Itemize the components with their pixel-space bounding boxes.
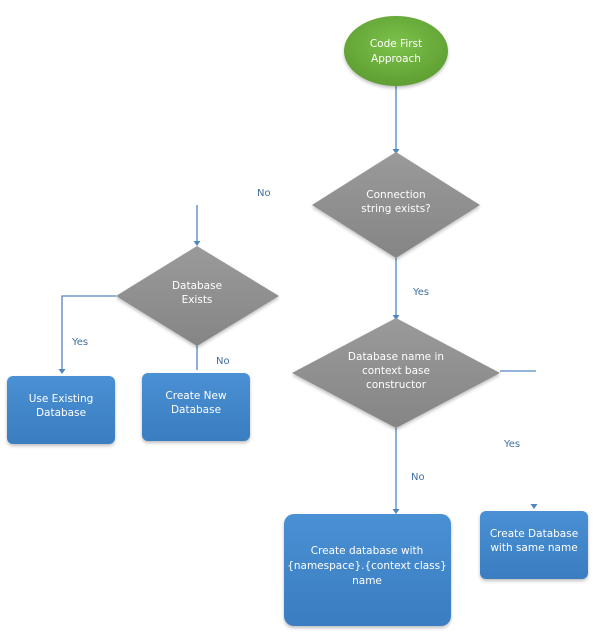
start-line-1: Code First xyxy=(370,38,422,50)
edge-labels: No Yes Yes No No Yes xyxy=(71,188,520,483)
arrowhead-dbname xyxy=(392,315,400,320)
create-namespace-box xyxy=(284,514,451,626)
node-create-new: Create New Database xyxy=(142,373,250,441)
start-line-2: Approach xyxy=(371,53,421,65)
db-name-line-2: context base xyxy=(362,365,430,377)
arrowhead-create-namespace xyxy=(392,509,400,514)
node-db-exists-check: Database Exists xyxy=(116,246,279,346)
edge-label-yes-db-exists: Yes xyxy=(71,337,88,348)
db-name-line-3: constructor xyxy=(366,379,427,391)
create-namespace-line-2: {namespace}.{context class} xyxy=(287,560,447,572)
node-use-existing: Use Existing Database xyxy=(7,376,115,444)
create-new-line-1: Create New xyxy=(165,390,227,402)
arrowhead-connection xyxy=(392,149,400,154)
create-new-line-2: Database xyxy=(171,404,221,416)
use-existing-line-2: Database xyxy=(36,407,86,419)
edge-label-no-db-name: No xyxy=(411,472,425,483)
arrowhead-dbexists xyxy=(193,241,201,246)
db-name-line-1: Database name in xyxy=(348,351,444,363)
use-existing-box xyxy=(7,376,115,444)
connection-diamond xyxy=(312,152,480,258)
node-create-namespace: Create database with {namespace}.{contex… xyxy=(284,514,451,626)
node-start: Code First Approach xyxy=(344,16,448,86)
edge-label-yes-db-name: Yes xyxy=(503,439,520,450)
db-name-diamond xyxy=(292,318,500,428)
arrowhead-same-name xyxy=(530,504,538,509)
edge-label-no-db-exists: No xyxy=(216,356,230,367)
arrowhead-use-existing xyxy=(58,369,66,374)
edge-label-yes-connection: Yes xyxy=(412,287,429,298)
create-namespace-line-1: Create database with xyxy=(311,545,424,557)
create-new-box xyxy=(142,373,250,441)
create-same-name-line-2: with same name xyxy=(490,542,577,554)
db-exists-line-1: Database xyxy=(172,280,222,292)
node-db-name-check: Database name in context base constructo… xyxy=(292,318,500,428)
use-existing-line-1: Use Existing xyxy=(29,393,94,405)
create-same-name-box xyxy=(480,511,588,579)
db-exists-diamond xyxy=(116,246,279,346)
connectors xyxy=(58,84,538,514)
node-connection-check: Connection string exists? xyxy=(312,152,480,258)
create-namespace-line-3: name xyxy=(352,575,382,587)
db-exists-line-2: Exists xyxy=(182,294,213,306)
create-same-name-line-1: Create Database xyxy=(490,528,578,540)
start-ellipse xyxy=(344,16,448,86)
edge-yes-to-use-existing xyxy=(61,295,116,372)
edge-label-no-top: No xyxy=(257,188,271,199)
connection-line-2: string exists? xyxy=(361,203,431,215)
node-create-same-name: Create Database with same name xyxy=(480,511,588,579)
connection-line-1: Connection xyxy=(366,189,425,201)
